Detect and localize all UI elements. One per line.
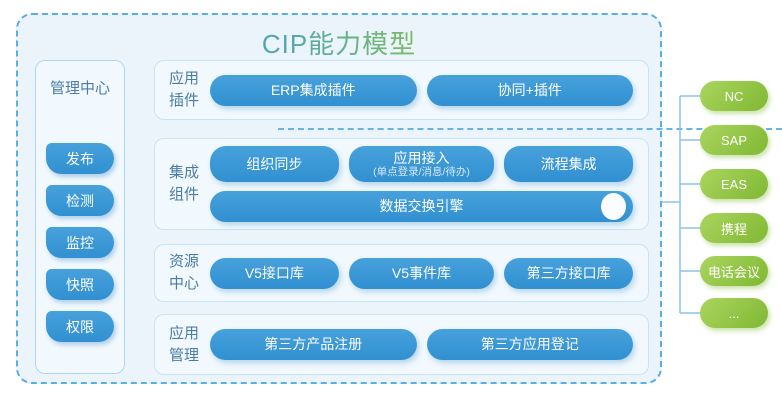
row-label: 应用管理: [169, 324, 200, 364]
node-app-access-subtitle: (单点登录/消息/待办): [373, 166, 470, 179]
sidebar-item-monitor: 监控: [46, 227, 114, 258]
cip-capability-model-panel: CIP能力模型 管理中心 发布 检测 监控 快照 权限 应用插件 ERP集成插件…: [16, 13, 782, 386]
sidebar-pill-list: 发布 检测 监控 快照 权限: [46, 143, 114, 353]
node-data-exchange-engine-label: 数据交换引擎: [379, 198, 464, 215]
node-app-access: 应用接入 (单点登录/消息/待办): [348, 146, 495, 182]
sidebar-item-permission: 权限: [46, 311, 114, 342]
diagram-title: CIP能力模型: [18, 24, 660, 61]
sidebar-item-publish: 发布: [46, 143, 114, 174]
sidebar-item-snapshot: 快照: [46, 269, 114, 300]
external-system-sap: SAP: [700, 125, 768, 155]
external-system-eas: EAS: [700, 169, 768, 199]
row-app-plugins: 应用插件 ERP集成插件 协同+插件: [154, 60, 649, 120]
node-collab-plugin: 协同+插件: [426, 74, 633, 106]
capability-rows: 应用插件 ERP集成插件 协同+插件 集成组件 组织同步 应用接入 (单点登录/…: [154, 15, 782, 386]
pill-end-oval: [601, 193, 626, 220]
external-system-ctrip: 携程: [700, 213, 768, 243]
node-thirdparty-app-register: 第三方应用登记: [426, 329, 633, 360]
sidebar-title: 管理中心: [49, 80, 110, 97]
external-system-more: ...: [700, 298, 768, 328]
node-process-integration: 流程集成: [504, 146, 633, 182]
node-v5-event-lib: V5事件库: [348, 257, 495, 289]
node-erp-plugin: ERP集成插件: [210, 74, 417, 106]
node-thirdparty-interface-lib: 第三方接口库: [504, 257, 633, 289]
row-label: 应用插件: [169, 70, 200, 109]
sidebar-item-detect: 检测: [46, 185, 114, 216]
node-org-sync: 组织同步: [210, 146, 339, 182]
row-integration-components: 集成组件 组织同步 应用接入 (单点登录/消息/待办) 流程集成 数据交换引擎: [154, 138, 649, 230]
node-thirdparty-product-register: 第三方产品注册: [210, 329, 417, 360]
row-resource-center: 资源中心 V5接口库 V5事件库 第三方接口库: [154, 244, 649, 302]
row-label: 资源中心: [169, 253, 200, 292]
external-system-teleconference: 电话会议: [700, 256, 768, 286]
node-app-access-label: 应用接入: [393, 149, 450, 166]
node-v5-interface-lib: V5接口库: [210, 257, 339, 289]
dashed-separator: [278, 128, 782, 130]
node-data-exchange-engine: 数据交换引擎: [210, 191, 633, 222]
row-app-management: 应用管理 第三方产品注册 第三方应用登记: [154, 314, 649, 375]
external-system-nc: NC: [700, 81, 768, 111]
management-center-panel: 管理中心 发布 检测 监控 快照 权限: [35, 60, 125, 374]
row-label: 集成组件: [169, 164, 200, 203]
